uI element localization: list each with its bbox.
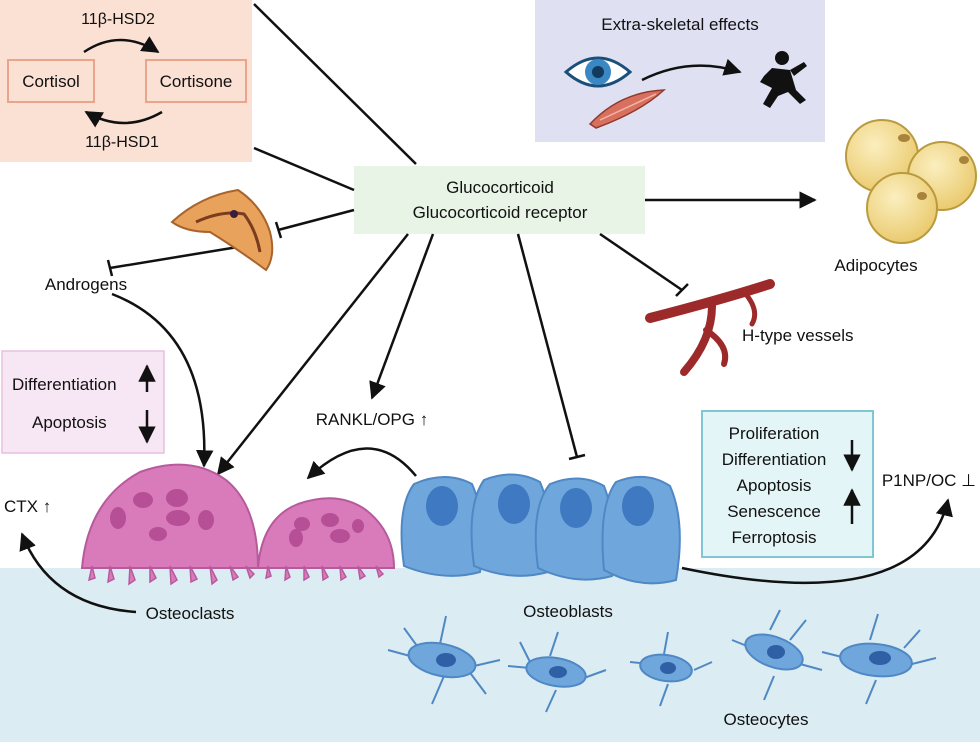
osteocyte-cell <box>507 631 607 713</box>
h-type-vessels-icon <box>645 279 775 376</box>
cortisol-box <box>7 59 95 103</box>
osteocytes-group <box>387 609 937 713</box>
osteoclast-regulation-box: Differentiation Apoptosis <box>1 350 165 454</box>
receptor-label: Glucocorticoid receptor <box>413 203 588 222</box>
osteoblast-cell <box>534 477 615 581</box>
inhibit-osteoblasts <box>516 233 586 461</box>
bone-matrix <box>0 568 980 742</box>
hsd2-arrow <box>83 36 160 54</box>
osteocyte-cell <box>629 631 713 707</box>
extraskeletal-arrow <box>641 58 742 82</box>
arrow-androgens-to-osteoclasts <box>111 292 214 468</box>
osteocyte-cell <box>387 615 501 705</box>
inhibit-androgens <box>106 244 245 277</box>
hsd1-arrow <box>84 110 163 128</box>
adipocytes-icon <box>845 119 977 244</box>
osteoblasts-label: Osteoblasts <box>523 602 613 621</box>
osteoblast-cell <box>400 476 484 577</box>
hsd-box: Cortisol Cortisone 11β-HSD2 11β-HSD1 <box>0 0 252 162</box>
osteoblast-cell <box>470 473 552 577</box>
eye-icon <box>563 56 633 88</box>
arrow-to-p1np <box>681 498 953 585</box>
ob-apoptosis: Apoptosis <box>737 476 812 495</box>
arrow-to-ctx <box>19 532 137 614</box>
arrow-to-rankl <box>369 233 435 400</box>
extraskeletal-title: Extra-skeletal effects <box>601 15 758 34</box>
oc-differentiation: Differentiation <box>12 375 117 394</box>
adrenal-gland-icon <box>170 188 274 272</box>
ob-ferroptosis: Ferroptosis <box>731 528 816 547</box>
line-to-extraskeletal-region <box>253 3 417 165</box>
extraskeletal-box: Extra-skeletal effects <box>535 0 825 142</box>
h-type-vessels-label: H-type vessels <box>742 326 853 345</box>
ob-senescence: Senescence <box>727 502 821 521</box>
ob-differentiation: Differentiation <box>722 450 827 469</box>
rankl-opg-label: RANKL/OPG ↑ <box>316 410 428 429</box>
osteocyte-cell <box>821 613 937 705</box>
p1np-oc-label: P1NP/OC ⊥ <box>882 471 976 490</box>
inhibit-adrenal <box>274 208 355 239</box>
hsd1-label: 11β-HSD1 <box>85 134 159 151</box>
osteocyte-cell <box>731 609 823 701</box>
ob-proliferation: Proliferation <box>729 424 820 443</box>
osteoclast-small <box>256 497 396 582</box>
cortisone-box <box>145 59 247 103</box>
osteoblast-cell <box>601 475 681 585</box>
osteocytes-label: Osteocytes <box>723 710 808 729</box>
falling-person-icon <box>760 51 807 108</box>
muscle-icon <box>588 89 667 129</box>
cortisol-label: Cortisol <box>22 72 80 91</box>
adipocytes-label: Adipocytes <box>834 256 917 275</box>
hsd2-label: 11β-HSD2 <box>81 11 155 28</box>
line-from-hsd <box>253 146 355 192</box>
connector-lines <box>19 3 953 614</box>
glucocorticoid-label: Glucocorticoid <box>446 178 554 197</box>
ctx-label: CTX ↑ <box>4 497 51 516</box>
osteoblast-regulation-box: Proliferation Differentiation Apoptosis … <box>701 410 874 558</box>
inhibit-vessels <box>599 232 689 297</box>
oc-apoptosis: Apoptosis <box>32 413 107 432</box>
osteoclast-large <box>80 463 260 586</box>
cortisone-label: Cortisone <box>160 72 233 91</box>
arrow-rankl-loop <box>306 447 417 480</box>
androgens-label: Androgens <box>45 275 127 294</box>
osteoclasts-label: Osteoclasts <box>146 604 235 623</box>
glucocorticoid-box: Glucocorticoid Glucocorticoid receptor <box>354 166 645 234</box>
arrow-to-osteoclasts <box>216 233 409 476</box>
osteoblasts-row <box>400 473 681 585</box>
